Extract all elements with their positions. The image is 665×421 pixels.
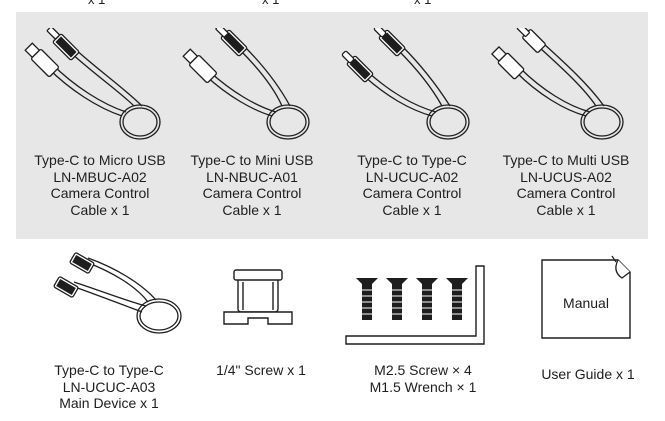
caption-line: Type-C to Mini USB — [190, 152, 314, 168]
caption-line: M2.5 Screw × 4 — [374, 362, 472, 378]
cable-item-multi-usb: Type-C to Multi USB LN-UCUS-A02 Camera C… — [490, 28, 642, 228]
caption-line: Camera Control — [202, 185, 302, 201]
caption-line: Type-C to Type-C — [357, 152, 467, 168]
cable-caption: Type-C to Type-C LN-UCUC-A02 Camera Cont… — [336, 152, 488, 218]
cable-item-type-c: Type-C to Type-C LN-UCUC-A02 Camera Cont… — [336, 28, 488, 228]
caption-line: User Guide x 1 — [541, 366, 635, 382]
caption-line: Type-C to Type-C — [54, 362, 164, 378]
caption-line: LN-NBUC-A01 — [206, 168, 298, 185]
caption-line: LN-MBUC-A02 — [53, 168, 147, 185]
caption-line: LN-UCUS-A02 — [520, 168, 612, 185]
accessory-caption: User Guide x 1 — [518, 366, 658, 383]
caption-line: Cable x 1 — [382, 201, 442, 218]
caption-line: LN-UCUC-A02 — [365, 168, 459, 185]
micro-usb-cable-illustration — [24, 28, 161, 140]
accessory-caption: 1/4" Screw x 1 — [196, 362, 326, 379]
accessory-item-quarter-inch-screw: 1/4" Screw x 1 — [196, 246, 326, 421]
cable-item-micro-usb: Type-C to Micro USB LN-MBUC-A02 Camera C… — [24, 28, 176, 228]
caption-line: Main Device x 1 — [59, 395, 159, 411]
caption-line: Cable x 1 — [70, 201, 130, 218]
caption-line: Cable x 1 — [222, 201, 282, 218]
cut-quantity-label: x 1 — [88, 0, 105, 7]
previous-row-labels: x 1 x 1 x 1 — [0, 0, 665, 12]
caption-line: Camera Control — [362, 185, 462, 201]
main-device-cable-illustration — [53, 252, 182, 334]
caption-line: M1.5 Wrench × 1 — [369, 378, 477, 395]
manual-illustration: Manual — [541, 255, 631, 339]
accessory-item-user-guide: Manual User Guide x 1 — [518, 246, 658, 421]
multi-usb-cable-illustration — [490, 28, 624, 140]
caption-line: 1/4" Screw x 1 — [216, 362, 306, 378]
screws-wrench-illustration — [345, 265, 485, 345]
caption-line: Type-C to Micro USB — [34, 152, 166, 168]
manual-cover-text: Manual — [563, 295, 609, 311]
caption-line: LN-UCUC-A03 — [62, 378, 156, 395]
type-c-cable-illustration — [341, 28, 470, 140]
accessory-item-screws-wrench: M2.5 Screw × 4 M1.5 Wrench × 1 — [332, 246, 514, 421]
accessory-item-main-cable: Type-C to Type-C LN-UCUC-A03 Main Device… — [24, 246, 194, 421]
screw-illustration — [223, 269, 293, 325]
cable-caption: Type-C to Mini USB LN-NBUC-A01 Camera Co… — [176, 152, 328, 218]
accessory-caption: M2.5 Screw × 4 M1.5 Wrench × 1 — [332, 362, 514, 395]
caption-line: Camera Control — [50, 185, 150, 201]
cut-quantity-label: x 1 — [262, 0, 279, 7]
cable-caption: Type-C to Multi USB LN-UCUS-A02 Camera C… — [490, 152, 642, 218]
cut-quantity-label: x 1 — [414, 0, 431, 7]
accessory-caption: Type-C to Type-C LN-UCUC-A03 Main Device… — [24, 362, 194, 412]
caption-line: Cable x 1 — [536, 201, 596, 218]
cable-caption: Type-C to Micro USB LN-MBUC-A02 Camera C… — [24, 152, 176, 218]
caption-line: Camera Control — [516, 185, 616, 201]
caption-line: Type-C to Multi USB — [502, 152, 630, 168]
mini-usb-cable-illustration — [182, 28, 310, 140]
cable-item-mini-usb: Type-C to Mini USB LN-NBUC-A01 Camera Co… — [176, 28, 328, 228]
